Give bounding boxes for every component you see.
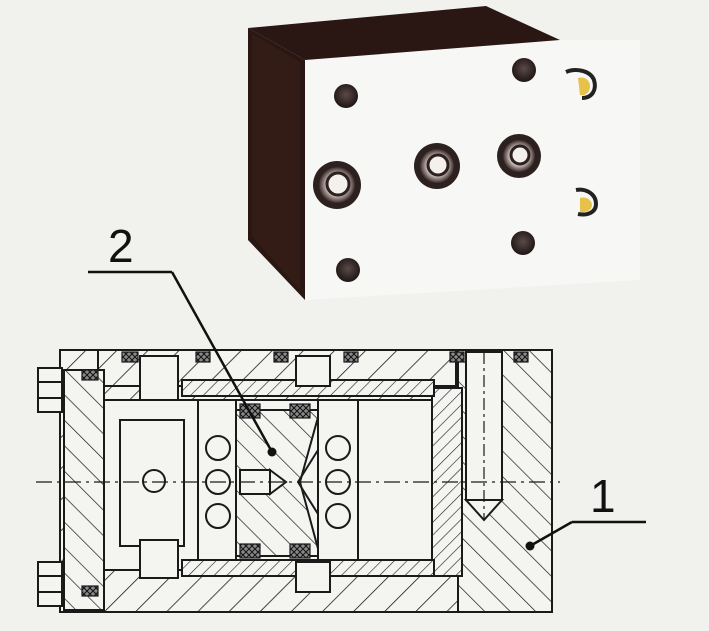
callout-2: 2 — [88, 220, 277, 457]
bolt-hole — [336, 258, 360, 282]
edge-clip — [565, 68, 597, 100]
bolt-hole — [511, 231, 535, 255]
edge-clip — [575, 187, 599, 217]
seal-rings — [81, 351, 529, 597]
plate-top-edge — [248, 6, 560, 60]
plate-rendering — [248, 6, 640, 300]
bearing-cage-left — [197, 399, 237, 561]
plate-face — [305, 40, 640, 300]
bolt-hole — [334, 84, 358, 108]
left-bolt-heads — [37, 367, 63, 607]
callout-1: 1 — [525, 470, 646, 551]
part-label-1: 1 — [590, 470, 616, 522]
bearing-hole — [497, 134, 541, 178]
left-flange — [63, 369, 105, 611]
bolt-hole — [512, 58, 536, 82]
bearing-hole — [414, 143, 460, 189]
section-drawing — [36, 349, 560, 613]
part-label-2: 2 — [108, 220, 134, 272]
bearing-hole — [313, 161, 361, 209]
